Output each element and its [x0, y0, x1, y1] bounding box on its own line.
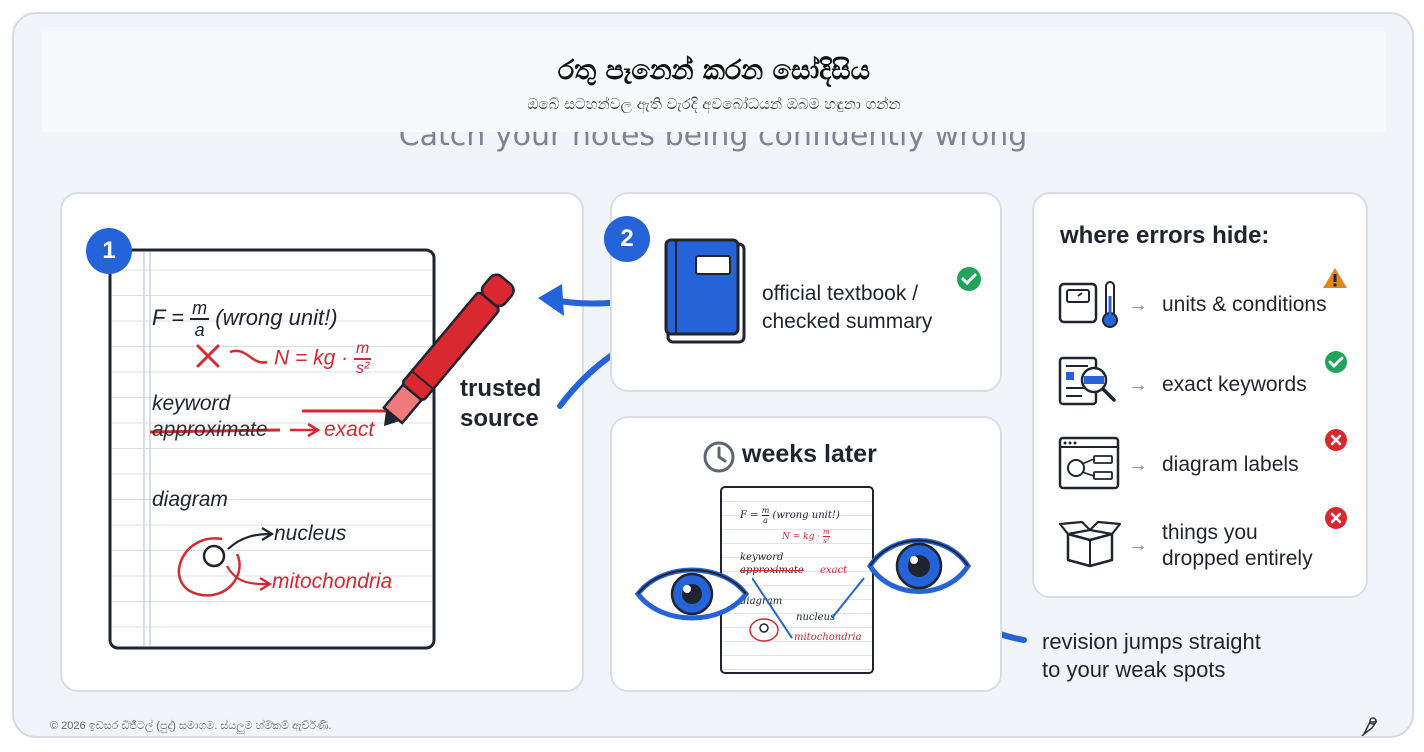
eye-icon [867, 538, 971, 594]
clock-icon [703, 441, 735, 473]
step2-card: 2 official textbook / checked summary [604, 192, 1002, 392]
eye-icon [634, 567, 750, 621]
mini-keyword: keyword [740, 552, 784, 563]
error-item-diagram: → diagram labels [1058, 429, 1358, 494]
error-item-dropped: → things you dropped entirely [1058, 507, 1358, 580]
error-label: things you dropped entirely [1162, 520, 1313, 572]
footer-copyright: © 2026 ඉඩසර ඩි්ජි්ටල් (පුද්) සමාගම. ස්යල… [50, 720, 332, 732]
error-item-keywords: → exact keywords [1058, 351, 1358, 414]
diagram-window-icon [1058, 436, 1120, 490]
formula-fraction: m a [190, 298, 210, 340]
mini-note: (wrong unit!) [772, 510, 840, 521]
error-label-line2: dropped entirely [1162, 547, 1313, 570]
error-label: exact keywords [1162, 372, 1307, 398]
unit-fix: N = kg · m s² [274, 340, 372, 378]
mini-mito: mitochondria [794, 632, 862, 643]
errors-title: where errors hide: [1060, 222, 1270, 249]
red-pen-icon [382, 273, 515, 426]
formula-note: (wrong unit!) [215, 304, 338, 330]
fraction-num: m [190, 298, 210, 320]
step1-badge: 1 [86, 228, 132, 274]
arrow-glyph: → [1128, 294, 1148, 316]
strikethrough [149, 428, 281, 434]
unit-num: m [353, 340, 372, 360]
source-description: official textbook / checked summary [762, 280, 932, 336]
errors-card: where errors hide: → units & conditions [1032, 192, 1368, 598]
revision-line1: revision jumps straight [1042, 629, 1261, 654]
keyword-fix: exact [324, 418, 375, 441]
revision-caption: revision jumps straight to your weak spo… [1042, 628, 1261, 684]
mini-unit-prefix: N = kg · [782, 532, 821, 542]
cross-icon [1325, 507, 1347, 529]
error-item-units: → units & conditions [1058, 268, 1358, 336]
mini-unit-num: m [822, 528, 830, 537]
red-cross-mark [196, 344, 220, 368]
document-search-icon [1058, 356, 1116, 406]
mini-fraction: m a [761, 506, 770, 525]
formula-line: F = m a (wrong unit!) [152, 298, 338, 340]
error-label-line1: units & conditions [1162, 293, 1327, 316]
trusted-line2: source [460, 405, 539, 432]
trusted-source-label: trusted source [460, 374, 541, 434]
mitochondria-label: mitochondria [272, 570, 393, 593]
unit-fix-arrow [229, 349, 268, 364]
check-icon [1325, 351, 1347, 373]
error-label-line1: diagram labels [1162, 453, 1299, 476]
warning-icon [1323, 268, 1347, 288]
gaze-lines [752, 577, 865, 639]
page-title: රතු පෑනෙන් කරන සෝදිසිය [557, 55, 871, 86]
unit-den: s² [355, 360, 370, 377]
check-icon [957, 267, 981, 291]
infographic-frame: Catch your notes being confidently wrong… [12, 12, 1414, 738]
step2-badge: 2 [604, 216, 650, 262]
step1-card: 1 F = m a (wrong unit!) N = kg · m s² ke… [60, 192, 584, 692]
mini-wrong: approximate [740, 565, 804, 576]
mini-unit-fraction: m s² [822, 528, 830, 545]
open-box-icon [1058, 520, 1122, 568]
mini-unit: N = kg · m s² [782, 528, 830, 545]
unit-fix-prefix: N = kg · [274, 346, 349, 370]
error-label: diagram labels [1162, 452, 1299, 478]
error-label-line1: things you [1162, 521, 1258, 544]
mini-num: m [761, 506, 770, 516]
pen-nib-icon [1361, 717, 1378, 736]
textbook-icon [664, 238, 746, 344]
notebook-illustration [108, 248, 515, 650]
fraction-den: a [194, 320, 205, 340]
arrow-glyph: → [1128, 534, 1148, 556]
mini-den: a [763, 516, 768, 525]
mini-diagram: diagram [740, 596, 783, 607]
page-subtitle: ඔබේ සටහන්වල ඇති වැරදි අවබෝධයන් ඔබම හඳුනා… [527, 95, 901, 113]
header-banner: රතු පෑනෙන් කරන සෝදිසිය ඔබේ සටහන්වල ඇති ව… [42, 31, 1386, 132]
keyword-wrong: approximate [152, 418, 268, 441]
scale-thermometer-icon [1058, 281, 1118, 328]
unit-fraction: m s² [353, 340, 372, 378]
mini-notebook: F = m a (wrong unit!) N = kg · m s² keyw… [720, 486, 874, 674]
keyword-fix-arrow [290, 422, 321, 438]
source-line2: checked summary [762, 310, 933, 333]
weeks-later-card: weeks later F = m a (wrong unit!) N = kg… [610, 416, 1002, 692]
formula-prefix: F = [152, 304, 185, 330]
cell-diagram [177, 527, 275, 597]
mini-cell-diagram [749, 618, 779, 642]
weeks-later-title: weeks later [742, 440, 877, 468]
keyword-label: keyword [152, 392, 231, 415]
source-line1: official textbook / [762, 282, 919, 305]
revision-line2: to your weak spots [1042, 657, 1226, 682]
error-label: units & conditions [1162, 292, 1327, 318]
nucleus-label: nucleus [274, 522, 347, 545]
trusted-line1: trusted [460, 375, 542, 402]
arrow-glyph: → [1128, 454, 1148, 476]
error-label-line1: exact keywords [1162, 373, 1307, 396]
cross-icon [1325, 429, 1347, 451]
arrow-glyph: → [1128, 374, 1148, 396]
mini-nucleus: nucleus [796, 612, 836, 623]
mini-formula-prefix: F = [740, 510, 759, 521]
mini-fix: exact [820, 565, 848, 576]
mini-formula: F = m a (wrong unit!) [740, 506, 840, 525]
mini-unit-den: s² [823, 537, 830, 545]
diagram-label: diagram [152, 488, 228, 511]
